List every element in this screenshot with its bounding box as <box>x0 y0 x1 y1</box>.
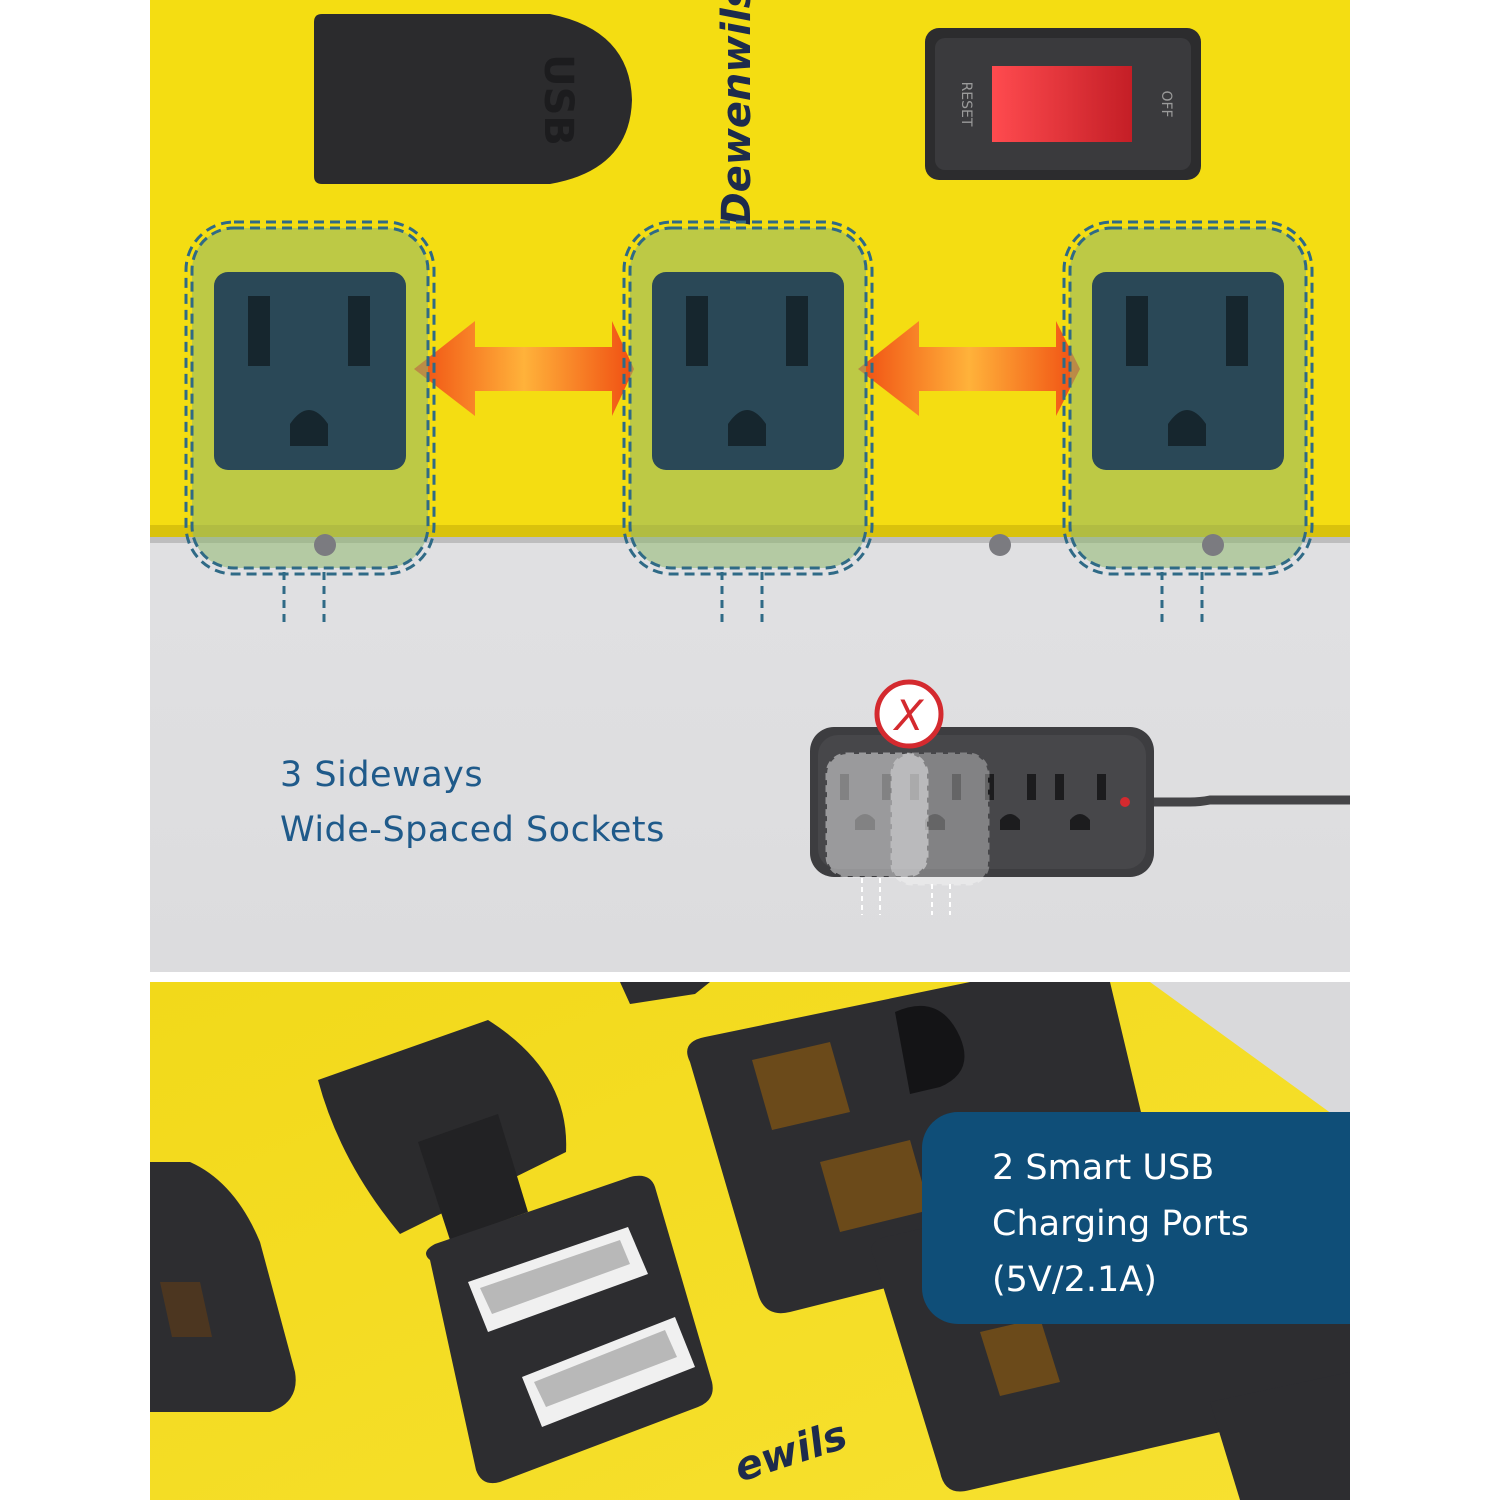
usb-cover-icon: USB <box>314 14 632 184</box>
usb-ports-illustration: ewils <box>150 982 1350 1500</box>
outlet-icon <box>1062 220 1314 628</box>
competitor-strip-icon <box>810 727 1350 915</box>
callout-line-2: Charging Ports <box>992 1204 1249 1244</box>
brand-logo: Dewenwils <box>714 0 760 226</box>
sideways-sockets-illustration: USB Dewenwils RESET OFF <box>150 0 1350 972</box>
x-mark-label: X <box>893 691 925 740</box>
switch-label-reset: RESET <box>958 82 974 127</box>
callout-line-1: 2 Smart USB <box>992 1148 1215 1188</box>
switch-label-off: OFF <box>1158 90 1174 117</box>
rocker-switch-icon: RESET OFF <box>925 28 1201 180</box>
x-mark-icon: X <box>874 679 944 749</box>
caption-line-1: 3 Sideways <box>280 755 484 795</box>
inset-outlet-icon <box>840 774 891 830</box>
caption-line-2: Wide-Spaced Sockets <box>280 810 665 850</box>
callout-line-3: (5V/2.1A) <box>992 1260 1157 1300</box>
inset-outlet-icon <box>985 774 1036 830</box>
double-arrow-icon <box>858 321 1080 416</box>
double-arrow-icon <box>414 321 634 416</box>
usb-cover-icon <box>318 1020 567 1240</box>
outlet-icon <box>184 220 436 628</box>
outlet-icon <box>622 220 874 628</box>
usb-ports-panel: ewils 2 Smart USB Charging Ports (5V/2.1… <box>150 982 1350 1500</box>
inset-outlet-icon <box>910 774 961 830</box>
sideways-caption: 3 Sideways Wide-Spaced Sockets <box>280 748 665 858</box>
usb-port-icon <box>426 1175 713 1484</box>
inset-outlet-icon <box>1055 774 1106 830</box>
usb-cover-label: USB <box>535 54 581 146</box>
usb-callout: 2 Smart USB Charging Ports (5V/2.1A) <box>922 1112 1350 1324</box>
sideways-sockets-panel: USB Dewenwils RESET OFF <box>150 0 1350 972</box>
